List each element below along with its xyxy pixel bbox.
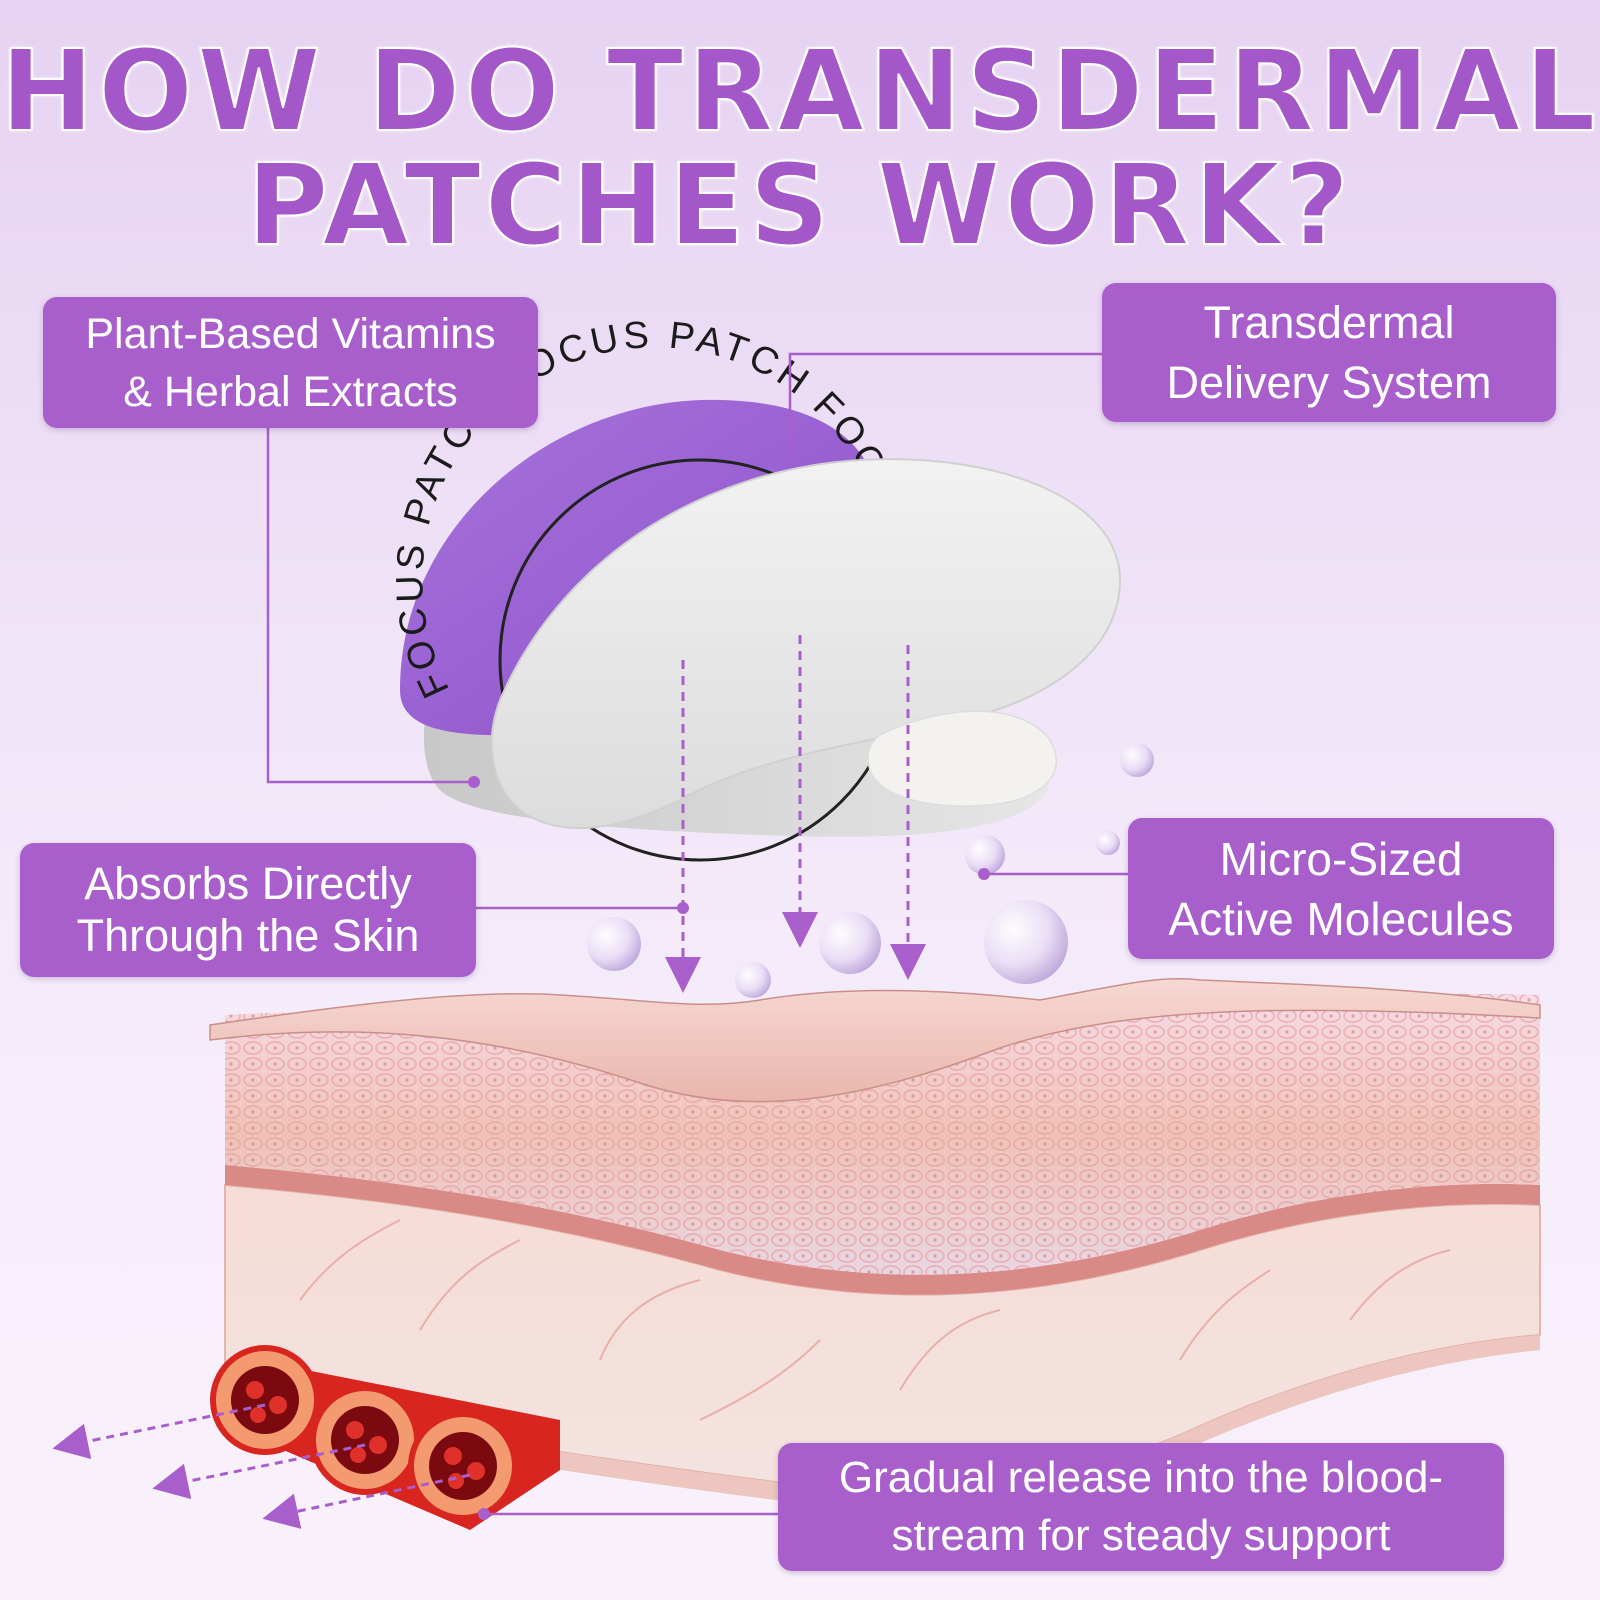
label-absorbs-line2: Through the Skin: [76, 910, 420, 961]
patch-white-liner: [490, 458, 1122, 830]
molecule-bubbles: [587, 743, 1154, 998]
label-gradual-line2: stream for steady support: [891, 1511, 1391, 1560]
connector-delivery: [788, 352, 1102, 460]
bubble: [965, 835, 1005, 875]
bubble: [1096, 831, 1120, 855]
bubble: [984, 900, 1068, 984]
label-absorbs-line1: Absorbs Directly: [84, 858, 412, 909]
bubble: [1120, 743, 1154, 777]
label-delivery-line1: Transdermal: [1203, 296, 1455, 348]
bubble: [735, 962, 771, 998]
skin-stratum-corneum: [209, 977, 1541, 1103]
vessel-3: [408, 1411, 518, 1521]
label-absorbs: Absorbs Directly Through the Skin: [20, 843, 476, 977]
label-molecules-line2: Active Molecules: [1168, 892, 1514, 945]
patch-white-tail: [867, 710, 1057, 807]
label-molecules-line1: Micro-Sized: [1219, 832, 1463, 885]
title-line-1: HOW DO TRANSDERMAL: [0, 27, 1600, 157]
bubble: [587, 917, 641, 971]
label-delivery-line2: Delivery System: [1166, 356, 1492, 408]
callout-connectors: [266, 352, 1128, 1520]
connector-absorbs-dot: [677, 902, 689, 914]
skin-layers: [209, 977, 1541, 1508]
bubble: [819, 912, 881, 974]
connector-molecules-dot: [978, 868, 990, 880]
label-plant-based: Plant-Based Vitamins & Herbal Extracts: [43, 297, 538, 428]
outflow-arrow-1: [52, 1403, 266, 1460]
connector-plant-dot: [468, 776, 480, 788]
title-line-2: PATCHES WORK?: [245, 141, 1354, 271]
label-delivery-system: Transdermal Delivery System: [1102, 283, 1556, 422]
outflow-arrow-3: [262, 1473, 471, 1529]
connector-plant: [266, 428, 474, 784]
outflow-arrow-2: [152, 1443, 366, 1500]
label-gradual-line1: Gradual release into the blood-: [838, 1453, 1444, 1502]
label-molecules: Micro-Sized Active Molecules: [1128, 818, 1554, 959]
vessel-2: [310, 1385, 420, 1495]
connector-gradual-dot: [478, 1508, 490, 1520]
vessel-1: [210, 1345, 320, 1455]
label-gradual-release: Gradual release into the blood- stream f…: [778, 1443, 1504, 1571]
label-plant-line2: & Herbal Extracts: [123, 367, 458, 416]
label-plant-line1: Plant-Based Vitamins: [85, 309, 496, 358]
blood-vessels: [52, 1345, 560, 1530]
